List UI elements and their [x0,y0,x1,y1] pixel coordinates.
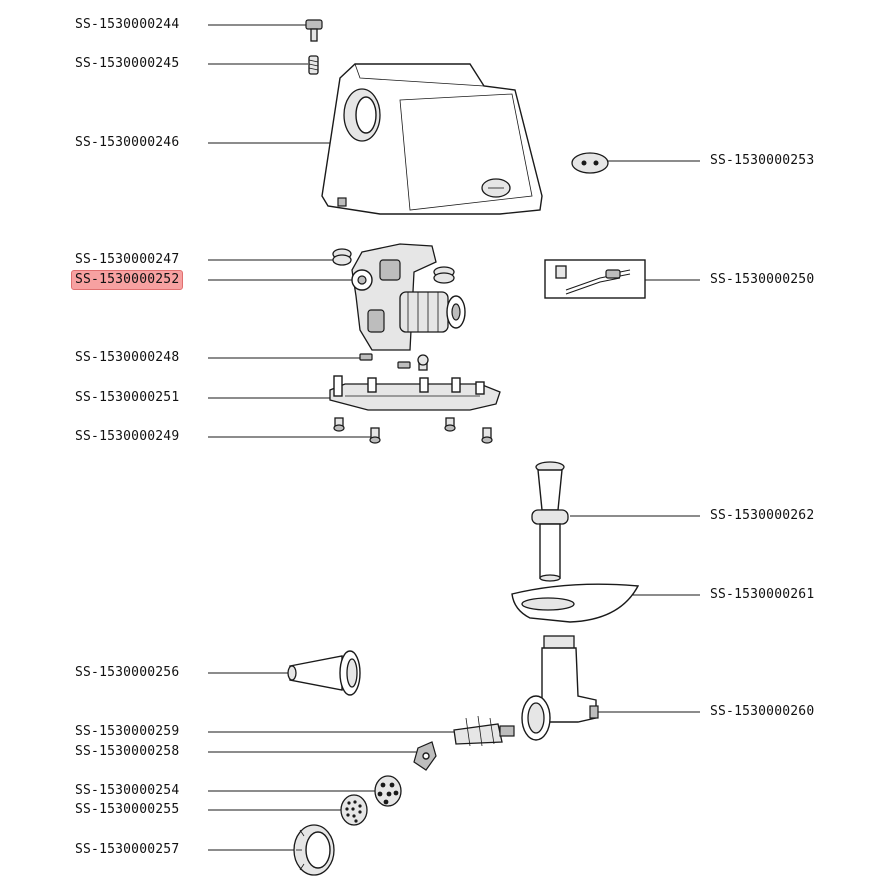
leader-lines [208,24,700,851]
part-251-base-plate [329,375,501,411]
part-261-tray [511,583,640,623]
part-label-highlighted[interactable]: SS-1530000252 [71,270,184,290]
part-258-blade [413,741,437,771]
part-250-power-cord [544,259,646,299]
part-label[interactable]: SS-1530000255 [75,802,180,817]
part-label[interactable]: SS-1530000248 [75,350,180,365]
part-label[interactable]: SS-1530000245 [75,56,180,71]
part-253-plug-holder [571,152,609,174]
part-label[interactable]: SS-1530000250 [710,272,815,287]
part-label[interactable]: SS-1530000259 [75,724,180,739]
part-label[interactable]: SS-1530000253 [710,153,815,168]
part-label[interactable]: SS-1530000262 [710,508,815,523]
part-label[interactable]: SS-1530000261 [710,587,815,602]
part-262-pusher [531,461,569,582]
part-label[interactable]: SS-1530000246 [75,135,180,150]
part-label[interactable]: SS-1530000251 [75,390,180,405]
part-label[interactable]: SS-1530000254 [75,783,180,798]
part-248-clip [359,353,429,371]
part-label[interactable]: SS-1530000257 [75,842,180,857]
part-label[interactable]: SS-1530000258 [75,744,180,759]
part-label[interactable]: SS-1530000260 [710,704,815,719]
part-label[interactable]: SS-1530000244 [75,17,180,32]
part-255-fine-plate [340,794,368,826]
part-259-auger [453,715,515,747]
part-label[interactable]: SS-1530000249 [75,429,180,444]
part-256-sausage-funnel [287,650,361,696]
part-244-screw [305,19,323,42]
part-260-grinder-head [521,635,599,741]
part-245-spring [308,55,319,75]
part-252-motor-assembly [351,243,466,351]
part-label[interactable]: SS-1530000256 [75,665,180,680]
part-249-feet [333,417,493,444]
part-254-coarse-plate [374,775,402,807]
part-247-ring [332,248,455,284]
part-label[interactable]: SS-1530000247 [75,252,180,267]
part-246-housing [321,63,543,215]
part-257-ring-nut [293,824,335,876]
